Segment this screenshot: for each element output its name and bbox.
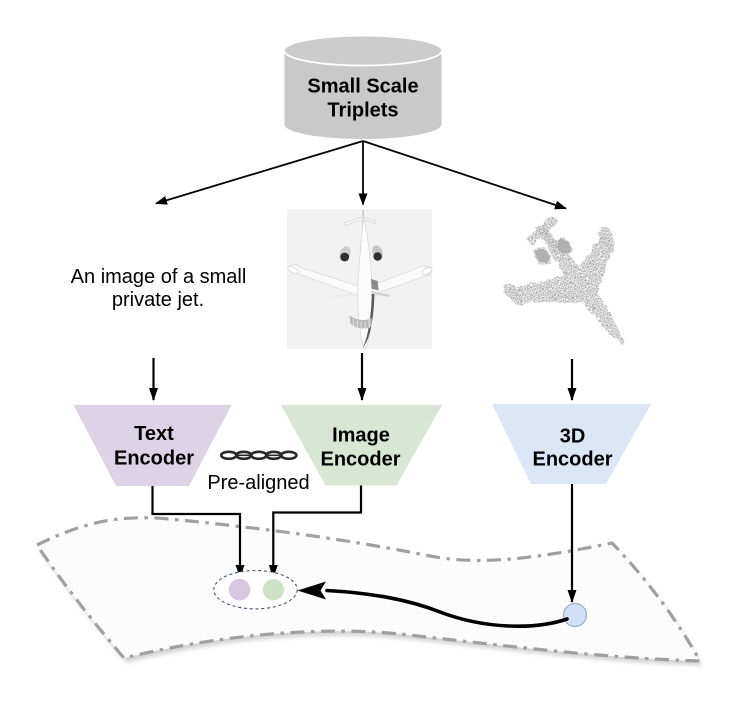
svg-text:An image of a small: An image of a small	[71, 266, 247, 288]
svg-text:Text: Text	[134, 423, 174, 445]
svg-text:Triplets: Triplets	[327, 100, 398, 122]
svg-text:Encoder: Encoder	[532, 449, 612, 471]
svg-text:private jet.: private jet.	[112, 289, 204, 311]
svg-text:Image: Image	[332, 425, 390, 447]
svg-text:3D: 3D	[560, 426, 586, 448]
svg-text:Encoder: Encoder	[114, 448, 194, 470]
svg-text:Small Scale: Small Scale	[307, 76, 418, 98]
svg-text:Encoder: Encoder	[320, 449, 400, 471]
svg-text:Pre-aligned: Pre-aligned	[207, 472, 309, 494]
